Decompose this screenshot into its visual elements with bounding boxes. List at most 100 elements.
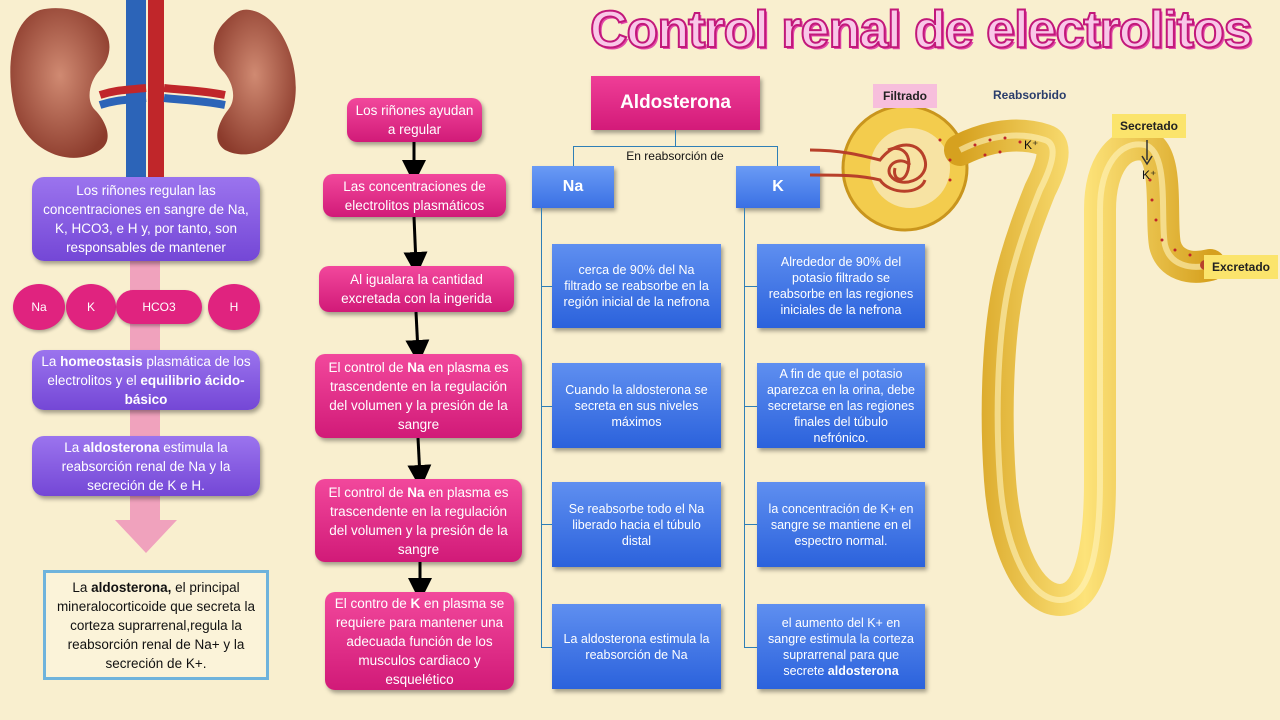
k-branch-3 (744, 524, 757, 525)
aldo-post: estimula la reabsorción renal de Na y la… (61, 439, 231, 493)
note-pre: La (72, 579, 92, 595)
note-box: La aldosterona, el principal mineralocor… (43, 570, 269, 680)
page-title: Control renal de electrolitos (589, 0, 1254, 60)
k-item-2-text: A fin de que el potasio aparezca en la o… (766, 366, 916, 445)
step5-bold: Na (407, 484, 425, 500)
ion-na-label: Na (31, 300, 47, 314)
aldosterona-box: La aldosterona estimula la reabsorción r… (32, 436, 260, 496)
flow-step-3-text: Al igualara la cantidad excretada con la… (341, 272, 492, 306)
homeo-bold-1: homeostasis (60, 353, 143, 369)
intro-text: Los riñones regulan las concentraciones … (43, 183, 249, 255)
label-reabsorbido: Reabsorbido (993, 88, 1067, 102)
ion-na: Na (13, 284, 65, 330)
flow-step-5: El control de Na en plasma es trascenden… (315, 479, 522, 562)
k-header: K (736, 166, 820, 208)
ion-hco3-label: HCO3 (142, 300, 176, 314)
k-item-4-text: el aumento del K+ en sangre estimula la … (765, 615, 917, 679)
label-secretado-text: Secretado (1119, 119, 1179, 133)
k-branch-4 (744, 647, 757, 648)
root-stem (675, 130, 676, 146)
na-branch-2 (541, 406, 552, 407)
ion-hco3: HCO3 (116, 290, 202, 324)
step4-pre: El control de (328, 360, 408, 375)
flow-step-1-text: Los riñones ayudan a regular (355, 103, 474, 137)
k-item-4-bold: aldosterona (827, 663, 899, 678)
na-trunk (541, 208, 542, 648)
step6-bold: K (410, 595, 421, 611)
k-item-2: A fin de que el potasio aparezca en la o… (757, 363, 925, 448)
connector-label: En reabsorción de (626, 149, 724, 163)
na-branch-1 (541, 286, 552, 287)
flow-arrows (402, 142, 432, 602)
k-item-4-pre: el aumento del K+ en sangre estimula la … (768, 615, 914, 678)
label-excretado: Excretado (1204, 255, 1278, 279)
flow-step-3: Al igualara la cantidad excretada con la… (319, 266, 514, 312)
aldo-bold: aldosterona (82, 439, 160, 455)
k-branch-1 (744, 286, 757, 287)
flow-step-4-text: El control de Na en plasma es trascenden… (323, 358, 514, 434)
na-header: Na (532, 166, 614, 208)
homeostasis-box: La homeostasis plasmática de los electro… (32, 350, 260, 410)
nephron-illustration (809, 104, 1226, 617)
k-item-1: Alrededor de 90% del potasio filtrado se… (757, 244, 925, 328)
na-item-4: La aldosterona estimula la reabsorción d… (552, 604, 721, 689)
aldo-pre: La (64, 439, 83, 455)
homeo-pre: La (41, 353, 61, 369)
k-item-3-text: la concentración de K+ en sangre se mant… (768, 501, 914, 548)
na-item-1: cerca de 90% del Na filtrado se reabsorb… (552, 244, 721, 328)
k-stem (777, 146, 778, 166)
label-excretado-text: Excretado (1211, 260, 1271, 274)
step5-pre: El control de (328, 484, 408, 500)
homeostasis-text: La homeostasis plasmática de los electro… (40, 352, 252, 409)
step6-pre: El contro de (334, 595, 411, 611)
note-post: el principal mineralocorticoide que secr… (56, 579, 256, 671)
na-item-4-text: La aldosterona estimula la reabsorción d… (563, 631, 710, 662)
na-stem (573, 146, 574, 166)
flow-step-1: Los riñones ayudan a regular (347, 98, 482, 142)
k-trunk (744, 208, 745, 648)
label-k-secreted: K⁺ (1142, 168, 1157, 182)
ion-h-label: H (229, 300, 239, 314)
flow-step-6-text: El contro de K en plasma se requiere par… (333, 594, 506, 689)
aldosterona-text: La aldosterona estimula la reabsorción r… (40, 438, 252, 495)
ion-h: H (208, 284, 260, 330)
na-item-3-text: Se reabsorbe todo el Na liberado hacia e… (568, 501, 705, 548)
k-item-1-text: Alrededor de 90% del potasio filtrado se… (768, 255, 914, 317)
label-k-reabsorbed: K⁺ (1024, 138, 1039, 152)
k-item-4: el aumento del K+ en sangre estimula la … (757, 604, 925, 689)
kidneys-illustration (10, 0, 296, 180)
aldosterona-root: Aldosterona (591, 76, 760, 130)
root-bar (573, 146, 778, 147)
flow-step-2-text: Las concentraciones de electrolitos plas… (343, 178, 486, 213)
note-bold: aldosterona, (91, 579, 172, 595)
step4-bold: Na (407, 360, 425, 375)
label-secretado: Secretado (1112, 114, 1186, 138)
label-filtrado-text: Filtrado (883, 89, 927, 103)
ion-k-label: K (86, 300, 95, 314)
flow-step-2: Las concentraciones de electrolitos plas… (323, 174, 506, 217)
flow-step-6: El contro de K en plasma se requiere par… (325, 592, 514, 690)
down-arrow-head (115, 520, 177, 553)
step4-post: en plasma es trascendente en la regulaci… (329, 360, 509, 432)
intro-box: Los riñones regulan las concentraciones … (32, 177, 260, 261)
k-branch-2 (744, 406, 757, 407)
na-header-label: Na (562, 178, 584, 195)
ion-k: K (66, 284, 116, 330)
na-item-1-text: cerca de 90% del Na filtrado se reabsorb… (563, 263, 710, 309)
k-header-label: K (772, 178, 784, 195)
step6-post: en plasma se requiere para mantener una … (335, 595, 505, 687)
note-text: La aldosterona, el principal mineralocor… (56, 578, 256, 673)
flow-step-5-text: El control de Na en plasma es trascenden… (323, 483, 514, 559)
flow-step-4: El control de Na en plasma es trascenden… (315, 354, 522, 438)
k-item-3: la concentración de K+ en sangre se mant… (757, 482, 925, 567)
secretion-arrow-icon (1141, 140, 1153, 166)
na-item-2: Cuando la aldosterona se secreta en sus … (552, 363, 721, 448)
na-item-3: Se reabsorbe todo el Na liberado hacia e… (552, 482, 721, 567)
na-branch-4 (541, 647, 552, 648)
homeo-mid: plasmática de los electrolitos y el (47, 353, 251, 388)
aldosterona-root-label: Aldosterona (620, 92, 731, 113)
step5-post: en plasma es trascendente en la regulaci… (329, 484, 509, 557)
homeo-bold-2: equilibrio ácido-básico (124, 372, 245, 407)
label-filtrado: Filtrado (873, 84, 937, 108)
na-item-2-text: Cuando la aldosterona se secreta en sus … (565, 382, 708, 429)
